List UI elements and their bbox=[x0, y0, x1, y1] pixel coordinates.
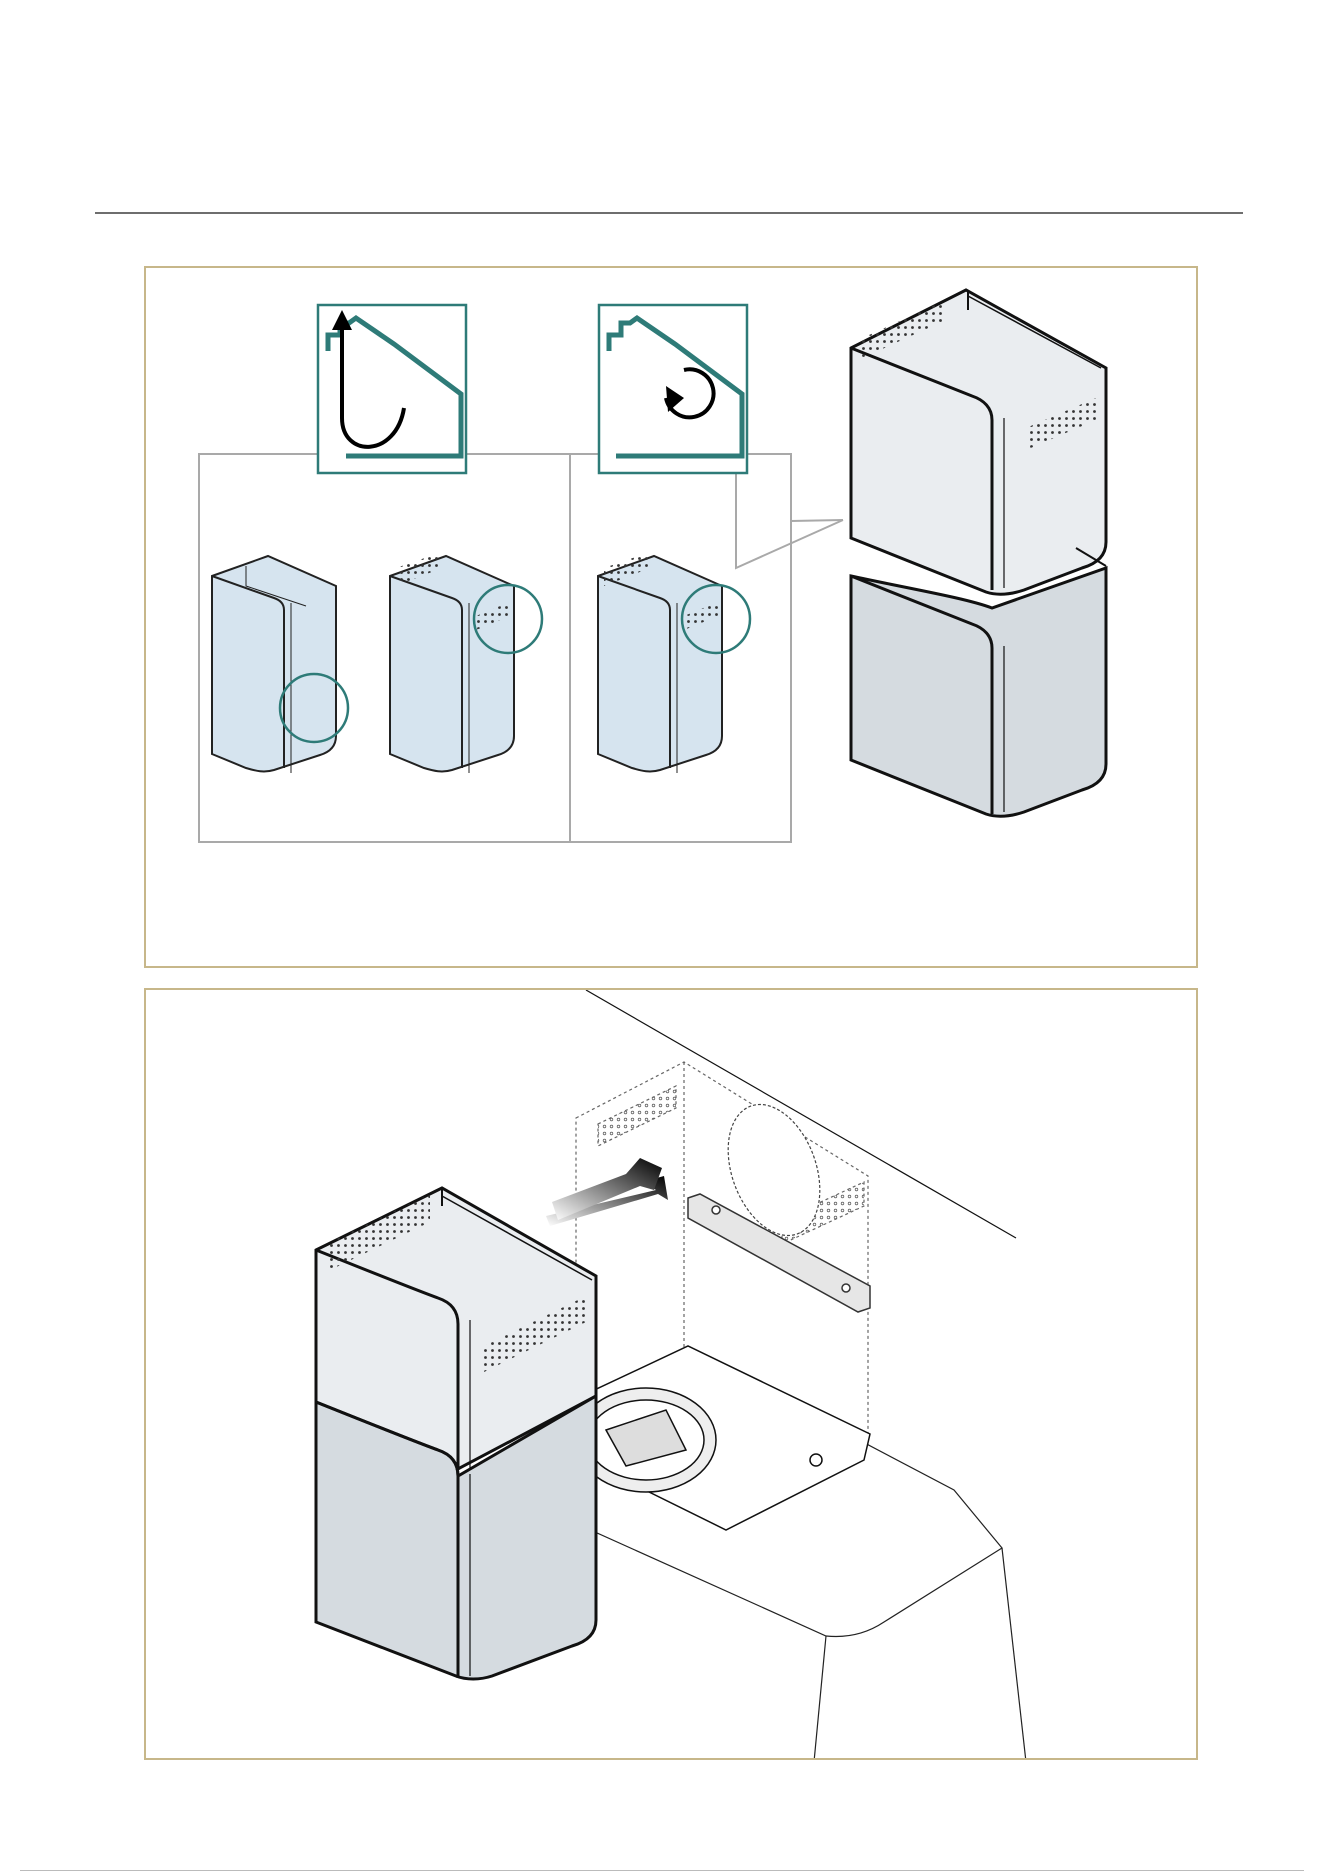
duct-variant-1 bbox=[212, 556, 348, 773]
figure-1-illustration bbox=[146, 268, 1198, 968]
figure-2-panel bbox=[144, 988, 1198, 1760]
figure-2-illustration bbox=[146, 990, 1198, 1760]
duct-variant-2 bbox=[390, 552, 542, 773]
upper-chimney-section bbox=[851, 290, 1106, 594]
recirculation-house-icon bbox=[599, 305, 747, 473]
footer-rule bbox=[20, 1870, 1304, 1871]
insert-arrow-icon bbox=[546, 1158, 668, 1226]
exhaust-air-house-icon bbox=[318, 305, 466, 473]
figure-1-panel bbox=[144, 266, 1198, 968]
duct-variant-3 bbox=[598, 552, 750, 773]
header-rule bbox=[95, 212, 1243, 214]
